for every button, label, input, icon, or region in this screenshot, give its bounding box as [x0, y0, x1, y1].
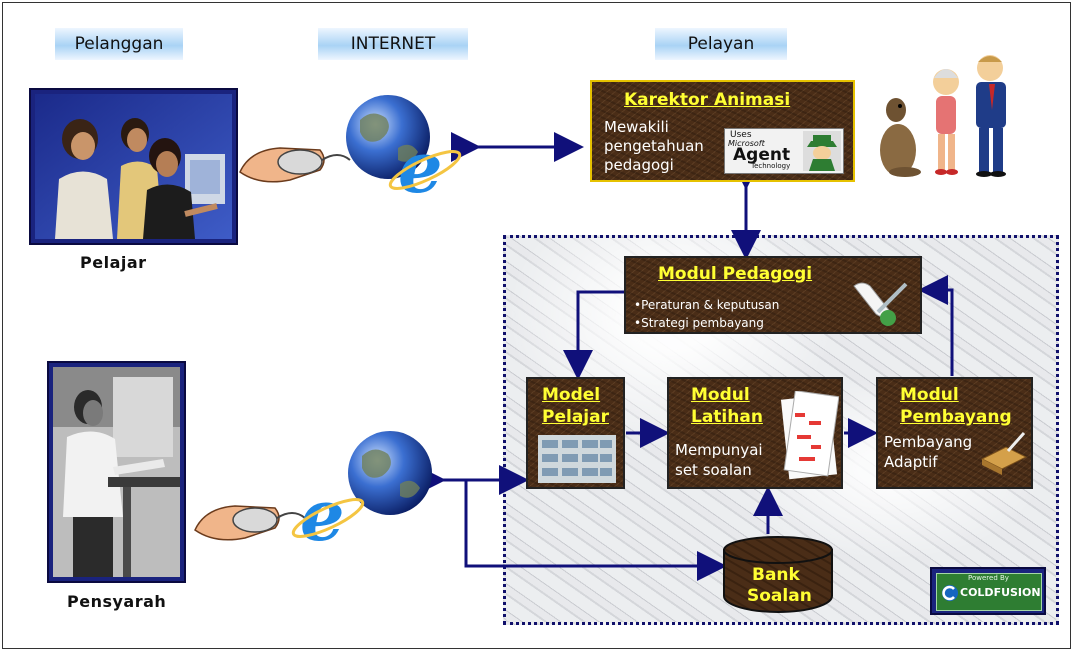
logo-powered-by: Powered By [968, 574, 1009, 582]
header-internet: INTERNET [318, 28, 468, 60]
badge-uses: Uses [730, 130, 752, 140]
ms-agent-badge: Uses Microsoft Agent Technology [724, 128, 844, 174]
detective-icon [803, 131, 841, 171]
globe-icon-top [346, 95, 430, 179]
scroll-quill-icon [853, 282, 908, 326]
exercise-title-2: Latihan [691, 407, 763, 427]
bank-line-1: Bank [752, 565, 800, 585]
animation-box-line-1: Mewakili [604, 118, 669, 136]
animation-box-title: Karektor Animasi [624, 90, 791, 110]
animation-character-box: Karektor Animasi Mewakili pengetahuan pe… [590, 80, 855, 182]
lecturer-photo [49, 363, 184, 581]
badge-technology: Technology [751, 162, 791, 170]
pedagogy-box-title: Modul Pedagogi [658, 264, 813, 284]
student-model-box: Model Pelajar [526, 377, 625, 489]
student-model-title-1: Model [542, 385, 601, 405]
student-photo [31, 90, 236, 243]
arrow-pedagogy-studentmodel [563, 290, 626, 380]
professor-character-icon [933, 69, 959, 175]
header-server: Pelayan [655, 28, 787, 60]
mouse-hand-icon-top [239, 147, 351, 183]
ie-logo-icon-top: e [388, 126, 462, 209]
animation-box-line-3: pedagogi [604, 156, 674, 174]
student-database-icon [538, 435, 616, 483]
exercise-line-2: set soalan [675, 461, 752, 479]
hint-module-box: Modul Pembayang Pembayang Adaptif [876, 377, 1033, 489]
pedagogy-module-box: Modul Pedagogi •Peraturan & keputusan •S… [624, 256, 922, 334]
question-papers-icon [781, 391, 839, 480]
bank-line-2: Soalan [747, 586, 812, 606]
coldfusion-mark-icon [942, 585, 958, 601]
svg-text:e: e [300, 474, 345, 557]
book-quill-icon [980, 432, 1028, 475]
seal-character-icon [880, 98, 921, 177]
arrow-hint-pedagogy [918, 275, 954, 376]
exercise-module-box: Modul Latihan Mempunyai set soalan [667, 377, 843, 489]
businessman-character-icon [976, 55, 1006, 177]
exercise-line-1: Mempunyai [675, 441, 763, 459]
arrow-internet-bank [464, 480, 727, 581]
svg-text:e: e [398, 126, 443, 209]
pedagogy-bullet-2: •Strategi pembayang [634, 316, 764, 330]
hint-title-1: Modul [900, 385, 959, 405]
hint-line-1: Pembayang [884, 433, 973, 451]
student-model-title-2: Pelajar [542, 407, 609, 427]
coldfusion-logo: Powered By COLDFUSION [930, 567, 1046, 615]
caption-student: Pelajar [80, 253, 147, 272]
ie-logo-icon-bottom: e [291, 474, 365, 557]
hint-line-2: Adaptif [884, 453, 938, 471]
logo-coldfusion: COLDFUSION [960, 586, 1041, 599]
exercise-title-1: Modul [691, 385, 750, 405]
badge-agent: Agent [733, 145, 791, 165]
pedagogy-bullet-1: •Peraturan & keputusan [634, 298, 780, 312]
header-client: Pelanggan [55, 28, 183, 60]
animation-box-line-2: pengetahuan [604, 137, 704, 155]
mouse-hand-icon-bottom [194, 505, 306, 541]
globe-icon-bottom [348, 431, 432, 515]
hint-title-2: Pembayang [900, 407, 1012, 427]
badge-microsoft: Microsoft [728, 139, 765, 148]
caption-lecturer: Pensyarah [67, 592, 167, 611]
